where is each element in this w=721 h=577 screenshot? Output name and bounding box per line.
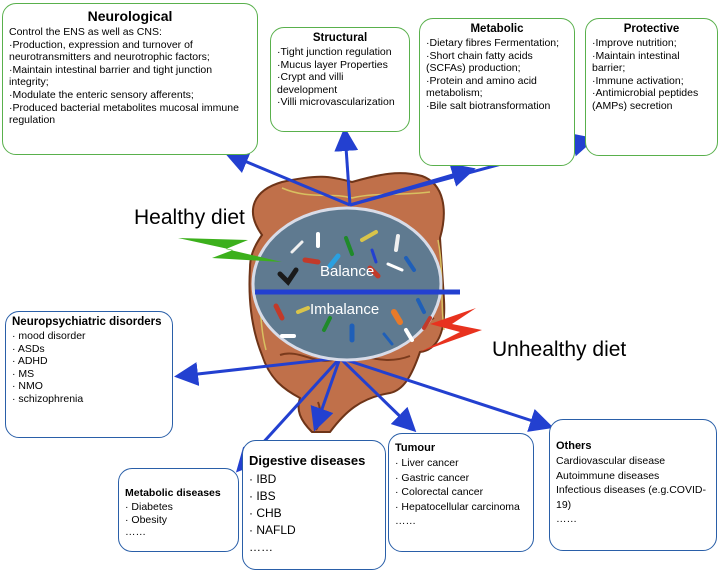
arrow-to-others [339,356,554,432]
arrow-to-neurological [224,150,351,207]
neurological-item: ·Maintain intestinal barrier and tight j… [9,63,213,89]
metabolic-item: ·Protein and amino acid metabolism; [426,74,537,100]
others-box: Others Cardiovascular disease Autoimmune… [549,419,717,551]
protective-item: ·Antimicrobial peptides (AMPs) secretion [592,87,699,112]
structural-item: ·Mucus layer Properties [277,58,388,71]
microbes [273,230,432,346]
metabolic-item: ·Short chain fatty acids (SCFAs) product… [426,49,533,75]
protective-box: Protective ·Improve nutrition; ·Maintain… [585,18,718,156]
list-item: …… [556,513,577,525]
tumour-title: Tumour [395,442,436,454]
list-item: · mood disorder [12,330,86,342]
unhealthy-diet-label: Unhealthy diet [492,338,627,361]
metabolic-item: ·Dietary fibres Fermentation; [426,37,560,49]
structural-item: ·Tight junction regulation [277,46,392,58]
list-item: · MS [12,367,35,380]
tumour-list: · Liver cancer · Gastric cancer · Colore… [395,456,527,529]
neuropsychiatric-title: Neuropsychiatric disorders [12,316,162,328]
healthy-diet-bolt-icon [178,238,282,262]
digestive-diseases-list: · IBD · IBS · CHB · NAFLD …… [249,471,379,556]
list-item: · CHB [249,506,282,520]
neurological-box: Neurological Control the ENS as well as … [2,3,258,155]
list-item: · Gastric cancer [395,471,470,484]
list-item: · ASDs [12,342,45,355]
neurological-item: ·Production, expression and turnover of … [9,38,210,64]
metabolic-diseases-box: Metabolic diseases · Diabetes · Obesity … [118,468,239,552]
list-item: · schizophrenia [12,392,84,405]
protective-item: ·Improve nutrition; [592,37,677,49]
balance-label: Balance [320,263,375,280]
list-item: · Diabetes [125,501,173,513]
arrow-to-structural [334,127,359,206]
list-item: · NMO [12,380,43,393]
list-item: Cardiovascular disease [556,455,666,467]
balance-oval [251,206,460,362]
imbalance-label: Imbalance [310,301,380,318]
protective-item: ·Immune activation; [592,74,684,87]
healthy-diet-label: Healthy diet [134,206,245,229]
structural-item: ·Crypt and villi development [277,71,344,96]
metabolic-diseases-title: Metabolic diseases [125,487,221,499]
digestive-diseases-box: Digestive diseases · IBD · IBS · CHB · N… [242,440,386,570]
metabolic-diseases-list: · Diabetes · Obesity …… [125,501,232,539]
neurological-item: ·Produced bacterial metabolites mucosal … [9,101,239,127]
list-item: Autoimmune diseases [556,469,660,482]
others-list: Cardiovascular disease Autoimmune diseas… [556,454,710,527]
list-item: …… [249,540,273,554]
protective-item: ·Maintain intestinal barrier; [592,49,680,75]
list-item: · NAFLD [249,523,296,537]
list-item: · Hepatocellular carcinoma [395,500,520,513]
structural-item: ·Villi microvascularization [277,96,395,109]
list-item: · Obesity [125,513,168,526]
list-item: · Liver cancer [395,457,459,469]
neurological-title: Neurological [87,8,173,24]
list-item: · Colorectal cancer [395,486,484,498]
list-item: · IBS [249,489,276,503]
list-item: …… [395,515,416,527]
neuropsychiatric-box: Neuropsychiatric disorders · mood disord… [5,311,173,438]
digestive-diseases-title: Digestive diseases [249,453,366,468]
list-item: Infectious diseases (e.g.COVID-19) [556,484,706,511]
arrow-to-digestive-diseases [310,357,342,432]
structural-title: Structural [312,32,368,44]
list-item: · ADHD [12,355,48,368]
tumour-box: Tumour · Liver cancer · Gastric cancer ·… [388,433,534,552]
metabolic-title: Metabolic [470,23,524,35]
list-item: · IBD [249,472,277,486]
arrow-to-tumour [338,356,417,433]
others-title: Others [556,440,592,452]
neurological-item: ·Modulate the enteric sensory afferents; [9,88,194,101]
protective-title: Protective [623,23,680,35]
structural-box: Structural ·Tight junction regulation ·M… [270,27,410,132]
neuropsychiatric-list: · mood disorder · ASDs · ADHD · MS · NMO… [12,330,166,406]
metabolic-item: ·Bile salt biotransformation [426,99,551,112]
list-item: …… [125,526,146,539]
metabolic-box: Metabolic ·Dietary fibres Fermentation; … [419,18,575,166]
neurological-item: Control the ENS as well as CNS: [9,26,162,38]
arrow-to-neuropsychiatric [174,356,341,386]
unhealthy-diet-bolt-icon [420,308,482,352]
